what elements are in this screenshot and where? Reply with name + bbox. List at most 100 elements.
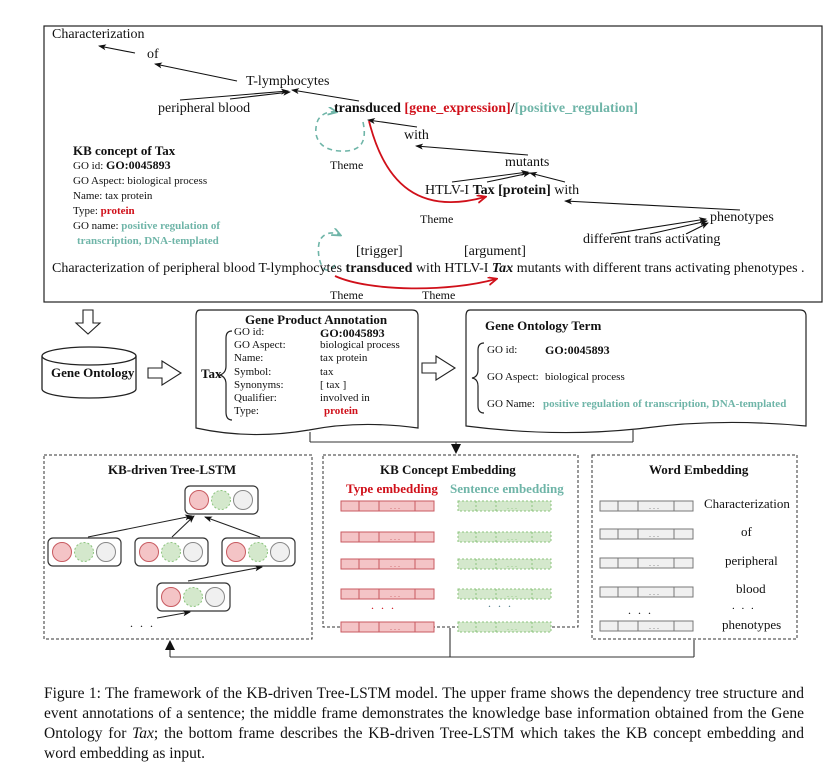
annotation-row-value: [ tax ] [320, 378, 347, 391]
sentence-embedding-bar: . . . [457, 558, 552, 570]
kb-go-name-value-1: positive regulation of [121, 220, 221, 232]
annotation-row-value: protein [324, 405, 359, 418]
cell-dots: . . . [390, 533, 400, 542]
type-node [161, 587, 181, 607]
node-peripheral-blood: peripheral blood [158, 101, 251, 116]
node-of: of [147, 47, 159, 62]
cell-dots: . . . [649, 530, 659, 539]
gene-ontology-term-box [465, 309, 807, 434]
cell-dots: . . . [649, 588, 659, 597]
caption-part2: ; the bottom frame describes the KB-driv… [44, 725, 804, 762]
cell-dots: . . . [390, 560, 400, 569]
word-label: of [741, 524, 752, 539]
sentence-embedding-ellipsis: . . . [488, 596, 513, 610]
term-row-value: positive regulation of transcription, DN… [543, 398, 787, 410]
transduced-word: transduced [334, 101, 401, 116]
tree-lstm-title: KB-driven Tree-LSTM [108, 462, 237, 477]
node-mutants: mutants [505, 155, 550, 170]
sentence-embedding-label: Sentence embedding [450, 481, 564, 496]
tax-word: Tax [472, 183, 495, 198]
sentence-node [183, 587, 203, 607]
annotation-row-value: GO:0045893 [320, 326, 385, 340]
tree-lstm-units [47, 485, 296, 612]
annotation-row-value: biological process [320, 339, 400, 352]
lstm-unit [184, 485, 259, 515]
cell-dots: . . . [507, 560, 517, 569]
trigger-tag: [trigger] [356, 244, 403, 259]
cell-dots: . . . [507, 533, 517, 542]
type-embedding-bar: . . . [340, 621, 435, 633]
sentence-embedding-bar: . . . [457, 531, 552, 543]
word-embedding-title: Word Embedding [649, 462, 749, 477]
right-arrow-db-to-annotation [147, 360, 183, 386]
word-node [205, 587, 225, 607]
annotation-row-label: Name: [234, 352, 264, 365]
tree-lstm-frame [43, 454, 313, 640]
word-embedding-bar: . . . [599, 557, 694, 569]
word-embedding-bar: . . . [599, 586, 694, 598]
protein-tag: [protein] [498, 183, 551, 198]
theme-label-sentence-arc: Theme [422, 288, 456, 302]
theme-label-sentence-loop: Theme [330, 288, 364, 302]
gene-expression-tag: [gene_expression] [404, 101, 511, 116]
annotation-row-value: involved in [320, 392, 370, 404]
kb-name: Name: tax protein [73, 190, 153, 202]
term-row-label: GO Name: [487, 398, 535, 410]
slash: / [510, 101, 515, 116]
with-2-word: with [554, 183, 580, 198]
node-phenotypes: phenotypes [710, 210, 774, 225]
cell-dots: . . . [390, 590, 400, 599]
word-node [233, 490, 253, 510]
positive-regulation-tag: [positive_regulation] [514, 101, 638, 116]
tree-lstm-ellipsis: . . . [130, 616, 155, 630]
word-label: . . . [732, 600, 756, 612]
kb-embedding-title: KB Concept Embedding [380, 462, 516, 477]
word-embedding-bar: . . . [599, 528, 694, 540]
kb-go-name-label: GO name: [73, 220, 122, 232]
sentence-node [161, 542, 181, 562]
kb-go-aspect: GO Aspect: biological process [73, 175, 208, 187]
right-arrow-annotation-to-term [421, 355, 457, 381]
caption-part1: Figure 1: The framework of the KB-driven… [44, 685, 804, 742]
lstm-unit [156, 582, 231, 612]
word-embedding-frame [591, 454, 798, 640]
database-label: Gene Ontology [51, 365, 135, 380]
annotation-row-label: Synonyms: [234, 378, 284, 391]
cell-dots: . . . [507, 590, 517, 599]
theme-label-upper-loop: Theme [330, 158, 364, 172]
type-node [139, 542, 159, 562]
argument-tag: [argument] [464, 244, 526, 259]
kb-go-id-label: GO id: [73, 160, 106, 172]
cell-dots: . . . [649, 622, 659, 631]
gene-product-annotation-box [195, 309, 419, 436]
kb-go-name-value-2: transcription, DNA-templated [77, 235, 219, 247]
sentence-trigger-word: transduced [345, 261, 413, 276]
word-embedding-ellipsis: . . . [628, 603, 653, 617]
kb-go-id-value: GO:0045893 [106, 158, 171, 172]
theme-loop-upper [315, 112, 365, 152]
term-row-label: GO id: [487, 344, 518, 356]
theme-arc-upper [368, 120, 485, 202]
type-embedding-bars: . . . . . . . . . . . . . . . [340, 500, 435, 633]
sentence: Characterization of peripheral blood T-l… [52, 261, 805, 277]
term-row-value: GO:0045893 [545, 343, 610, 357]
word-label: Characterization [704, 496, 790, 511]
node-characterization: Characterization [52, 27, 145, 42]
word-embedding-bars: . . . . . . . . . . . . . . . [599, 500, 694, 632]
cell-dots: . . . [390, 502, 400, 511]
upper-frame [43, 25, 823, 303]
term-title: Gene Ontology Term [485, 318, 602, 333]
annotation-row-value: tax protein [320, 352, 368, 365]
type-embedding-bar: . . . [340, 588, 435, 600]
theme-label-upper-arc: Theme [420, 212, 454, 226]
theme-arc-sentence [334, 275, 496, 290]
sentence-embedding-bar: . . . [457, 588, 552, 600]
sentence-node [74, 542, 94, 562]
node-different-trans-activating: different trans activating [583, 232, 721, 247]
lstm-unit [134, 537, 209, 567]
word-node [183, 542, 203, 562]
figure-caption: Figure 1: The framework of the KB-driven… [44, 684, 804, 764]
lstm-unit [221, 537, 296, 567]
connector-lines [165, 430, 695, 658]
